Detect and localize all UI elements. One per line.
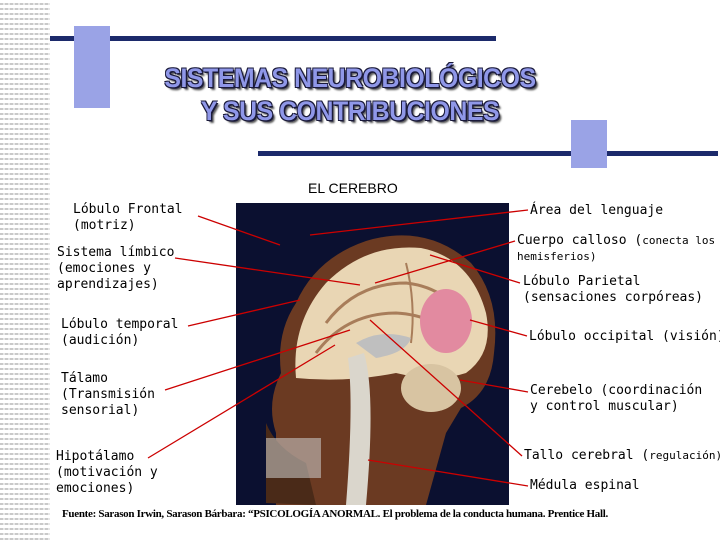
label-text: Área del lenguaje: [530, 203, 664, 218]
leader-line-occipital: [469, 319, 528, 337]
top-accent-bar: [50, 36, 496, 41]
label-text: Tálamo: [61, 371, 108, 386]
label-text-small: conecta los: [642, 234, 716, 247]
label-text: (sensaciones corpóreas): [523, 290, 704, 305]
label-area-lenguaje: Área del lenguaje: [530, 203, 663, 219]
bottom-accent-square: [571, 120, 607, 168]
label-text: (audición): [61, 333, 140, 348]
label-lobulo-frontal: Lóbulo Frontal (motriz): [73, 202, 183, 234]
leader-line-cerebelo: [459, 379, 529, 393]
label-text: Cerebelo (coordinación: [530, 383, 703, 398]
label-medula-espinal: Médula espinal: [530, 478, 640, 494]
slide-subtitle: EL CEREBRO: [308, 180, 398, 196]
label-tallo-cerebral: Tallo cerebral (regulación): [524, 448, 720, 464]
striped-margin: [0, 0, 50, 540]
label-text: Hipotálamo: [56, 449, 135, 464]
label-cerebelo: Cerebelo (coordinación y control muscula…: [530, 383, 702, 415]
leader-line-limbico: [174, 257, 361, 286]
label-text: Tallo cerebral (: [524, 448, 650, 463]
leader-line-lenguaje: [309, 209, 529, 236]
label-cuerpo-calloso: Cuerpo calloso (conecta los hemisferios): [517, 233, 715, 265]
label-text: Lóbulo Parietal: [523, 274, 641, 289]
label-text: emociones): [56, 481, 135, 496]
label-hipotalamo: Hipotálamo (motivación y emociones): [56, 449, 158, 497]
leader-line-temporal: [187, 299, 301, 327]
label-text: Médula espinal: [530, 478, 640, 493]
label-text: (motivación y: [56, 465, 158, 480]
label-lobulo-temporal: Lóbulo temporal (audición): [61, 317, 178, 349]
leader-line-frontal: [197, 215, 281, 246]
label-lobulo-occipital: Lóbulo occipital (visión): [529, 329, 720, 345]
leader-line-calloso: [374, 240, 516, 284]
label-text: Lóbulo Frontal: [73, 202, 183, 217]
top-accent-square: [74, 26, 110, 108]
leader-line-parietal: [429, 254, 521, 284]
label-text: (emociones y: [57, 261, 151, 276]
slide-title: SISTEMAS NEUROBIOLÓGICOS Y SUS CONTRIBUC…: [129, 62, 571, 128]
title-line-1: SISTEMAS NEUROBIOLÓGICOS: [164, 63, 536, 93]
label-text-small: regulación): [649, 449, 720, 462]
label-text: y control muscular): [530, 399, 679, 414]
source-citation: Fuente: Sarason Irwin, Sarason Bárbara: …: [62, 508, 608, 520]
label-lobulo-parietal: Lóbulo Parietal (sensaciones corpóreas): [523, 274, 703, 306]
label-text: sensorial): [61, 403, 140, 418]
leader-line-hipotalamo: [147, 344, 336, 459]
leader-line-tallo: [369, 319, 523, 457]
bottom-accent-bar: [258, 151, 718, 156]
label-talamo: Tálamo (Transmisión sensorial): [61, 371, 155, 419]
label-text-small: hemisferios): [517, 250, 597, 263]
label-text: Lóbulo temporal: [61, 317, 179, 332]
label-text: (Transmisión: [61, 387, 155, 402]
label-sistema-limbico: Sistema límbico (emociones y aprendizaje…: [57, 245, 174, 293]
leader-line-talamo: [164, 329, 351, 391]
leader-line-medula: [367, 459, 529, 487]
label-text: aprendizajes): [57, 277, 159, 292]
title-line-2: Y SUS CONTRIBUCIONES: [200, 96, 500, 126]
label-text: Lóbulo occipital (visión): [529, 329, 720, 344]
brain-sagittal-image: [236, 203, 509, 505]
label-text: (motriz): [73, 218, 136, 233]
label-text: Sistema límbico: [57, 245, 175, 260]
label-text: Cuerpo calloso (: [517, 233, 643, 248]
